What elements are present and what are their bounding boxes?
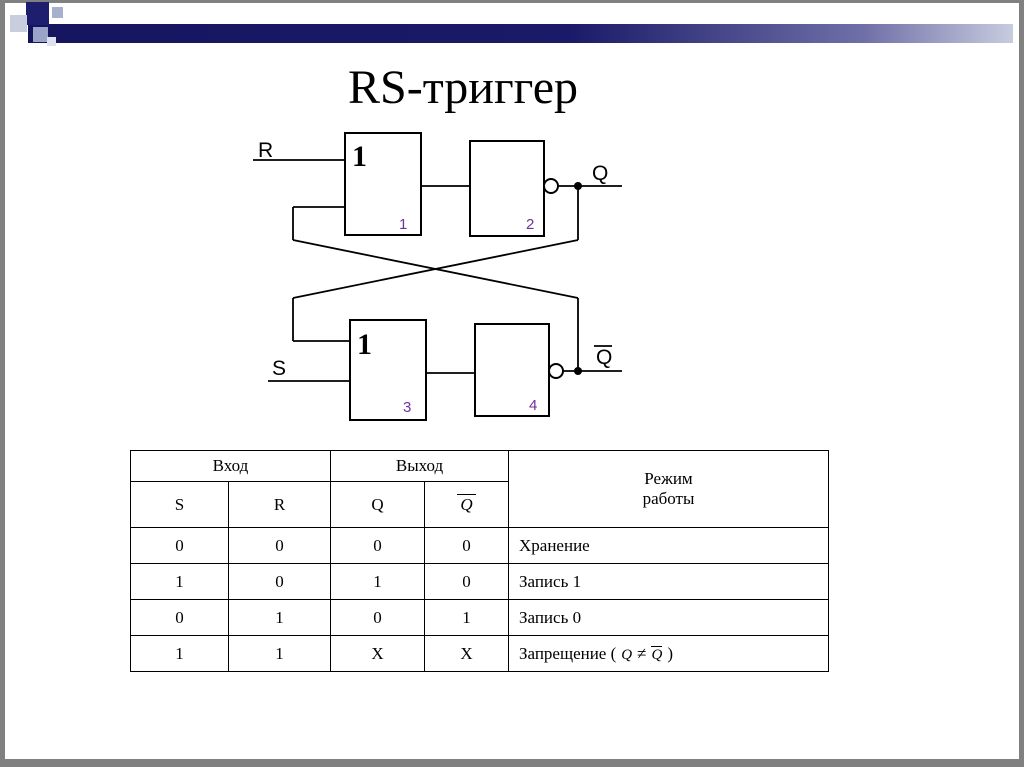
cell-mode: Запись 0 xyxy=(508,599,829,636)
cell-mode: Хранение xyxy=(508,527,829,564)
cell-q: 0 xyxy=(330,599,425,636)
slide-title: RS-триггер xyxy=(348,61,578,114)
header-col-s: S xyxy=(130,481,229,528)
circuit-wires xyxy=(253,159,622,382)
header-output-group: Выход xyxy=(330,450,509,482)
junction-dot-q xyxy=(574,182,582,190)
table-row: 0 1 0 1 Запись 0 xyxy=(130,599,829,636)
cell-r: 1 xyxy=(228,635,331,672)
table-header-groups-row: Вход Выход Режим работы xyxy=(130,450,829,528)
forbidden-close: ) xyxy=(667,643,673,663)
forbidden-q1: Q xyxy=(621,646,633,663)
cell-mode-forbidden: Запрещение (Q≠Q) xyxy=(508,635,829,672)
header-input-group: Вход xyxy=(130,450,331,482)
cell-q-bar: 0 xyxy=(424,563,509,600)
gate-4-inverter-box xyxy=(474,323,550,417)
table-row: 1 0 1 0 Запись 1 xyxy=(130,563,829,600)
rs-trigger-circuit-diagram: R S Q Q 1 1 1 2 3 4 xyxy=(253,132,622,421)
table-header-columns-row: S R Q Q xyxy=(130,481,829,528)
header-col-r: R xyxy=(228,481,331,528)
q-bar-glyph: Q xyxy=(457,494,476,514)
logic-gates xyxy=(344,132,564,421)
header-mode-line1: Режим xyxy=(644,469,693,488)
cell-s: 0 xyxy=(130,527,229,564)
decor-square-light xyxy=(10,15,27,32)
cell-mode: Запись 1 xyxy=(508,563,829,600)
table-row: 0 0 0 0 Хранение xyxy=(130,527,829,564)
label-input-s: S xyxy=(272,357,286,380)
cell-q-bar: X xyxy=(424,635,509,672)
truth-table: Вход Выход Режим работы S R Q Q 0 0 0 0 … xyxy=(130,450,829,672)
decor-square-medium xyxy=(33,27,48,42)
forbidden-label: Запрещение ( xyxy=(519,643,617,663)
decor-square-navy xyxy=(26,2,49,25)
forbidden-neq: ≠ xyxy=(637,643,647,663)
junction-dot-qbar xyxy=(574,367,582,375)
cell-q: 1 xyxy=(330,563,425,600)
header-col-q: Q xyxy=(330,481,425,528)
cell-s: 1 xyxy=(130,563,229,600)
cell-r: 0 xyxy=(228,527,331,564)
header-col-q-bar: Q xyxy=(424,481,509,528)
cell-s: 1 xyxy=(130,635,229,672)
gate-2-number: 2 xyxy=(526,216,534,233)
inverter-4-bubble-icon xyxy=(548,363,564,379)
gate-3-symbol: 1 xyxy=(357,328,372,361)
label-output-q-bar: Q xyxy=(596,346,612,369)
cell-s: 0 xyxy=(130,599,229,636)
cell-q-bar: 1 xyxy=(424,599,509,636)
cell-q: X xyxy=(330,635,425,672)
forbidden-q2-bar: Q xyxy=(651,645,663,663)
label-output-q: Q xyxy=(592,162,608,185)
cell-q: 0 xyxy=(330,527,425,564)
label-input-r: R xyxy=(258,139,273,162)
cell-q-bar: 0 xyxy=(424,527,509,564)
inverter-2-bubble-icon xyxy=(543,178,559,194)
gate-4-number: 4 xyxy=(529,397,537,414)
decor-square-small xyxy=(52,7,63,18)
decor-square-tiny xyxy=(47,37,56,46)
wire-cross-b xyxy=(292,239,579,299)
gate-3-number: 3 xyxy=(403,399,411,416)
gate-1-symbol: 1 xyxy=(352,140,367,173)
gate-1-or-box xyxy=(344,132,422,236)
table-row: 1 1 X X Запрещение (Q≠Q) xyxy=(130,635,829,672)
cell-r: 0 xyxy=(228,563,331,600)
cell-r: 1 xyxy=(228,599,331,636)
gate-1-number: 1 xyxy=(399,216,407,233)
header-mode: Режим работы xyxy=(508,450,829,528)
header-accent-bar xyxy=(28,24,1013,43)
gate-3-or-box xyxy=(349,319,427,421)
header-mode-line2: работы xyxy=(642,489,695,508)
